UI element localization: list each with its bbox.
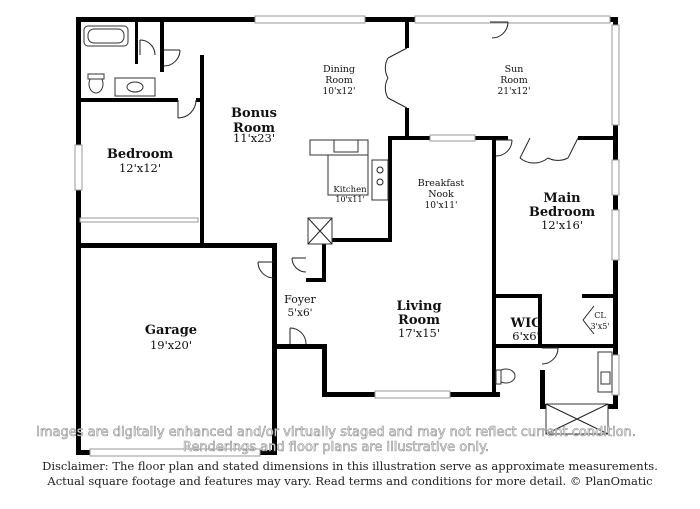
room-name-dining-1: Dining: [323, 64, 355, 75]
room-dims-foyer: 5'x6': [287, 307, 312, 319]
room-name-bedroom: Bedroom: [107, 147, 174, 162]
room-dims-garage: 19'x20': [150, 338, 192, 352]
room-name-wic: WIC: [509, 316, 541, 331]
room-dims-sun: 21'x12': [498, 87, 531, 97]
room-name-kitchen: Kitchen: [333, 185, 367, 195]
room-dims-wic: 6'x6': [512, 329, 539, 343]
room-dims-bonus: 11'x23': [233, 131, 275, 145]
fixtures: [83, 25, 613, 435]
room-name-sun-2: Room: [500, 75, 528, 86]
disclaimer-line-1: Disclaimer: The floor plan and stated di…: [42, 459, 658, 473]
room-label-garage: Garage 19'x20': [145, 323, 197, 352]
room-dims-bedroom: 12'x12': [119, 161, 161, 175]
room-label-kitchen: Kitchen 10'x11': [333, 185, 367, 204]
room-name-closet: CL: [594, 311, 606, 320]
watermark-line-1: Images are digitally enhanced and/or vir…: [36, 425, 636, 440]
room-name-dining-2: Room: [325, 75, 353, 86]
room-name-breakfast-2: Nook: [428, 189, 454, 200]
room-dims-living: 17'x15': [398, 326, 440, 340]
windows: [74, 15, 620, 457]
room-label-closet: CL 3'x5': [590, 311, 609, 331]
room-name-main-bedroom-2: Bedroom: [529, 205, 596, 220]
room-dims-dining: 10'x12': [323, 87, 356, 97]
room-dims-kitchen: 10'x11': [335, 195, 364, 204]
room-name-living-1: Living: [396, 299, 441, 314]
watermark-line-2: Renderings and floor plans are illustrat…: [183, 440, 489, 455]
room-label-bedroom: Bedroom 12'x12': [107, 147, 174, 175]
room-label-foyer: Foyer 5'x6': [284, 293, 316, 319]
room-name-sun-1: Sun: [505, 64, 524, 75]
disclaimer-line-2: Actual square footage and features may v…: [47, 474, 653, 488]
room-name-garage: Garage: [145, 323, 197, 338]
room-label-wic: WIC 6'x6': [509, 316, 541, 343]
room-name-bonus-2: Room: [233, 121, 275, 136]
room-name-living-2: Room: [398, 313, 440, 328]
room-name-foyer: Foyer: [284, 293, 316, 306]
room-dims-closet: 3'x5': [590, 322, 609, 331]
room-name-bonus-1: Bonus: [231, 106, 277, 121]
room-name-breakfast-1: Breakfast: [418, 178, 465, 189]
room-dims-breakfast: 10'x11': [425, 201, 458, 211]
doors: [139, 21, 595, 365]
room-dims-main-bedroom: 12'x16': [541, 218, 583, 232]
room-name-main-bedroom-1: Main: [543, 191, 581, 206]
